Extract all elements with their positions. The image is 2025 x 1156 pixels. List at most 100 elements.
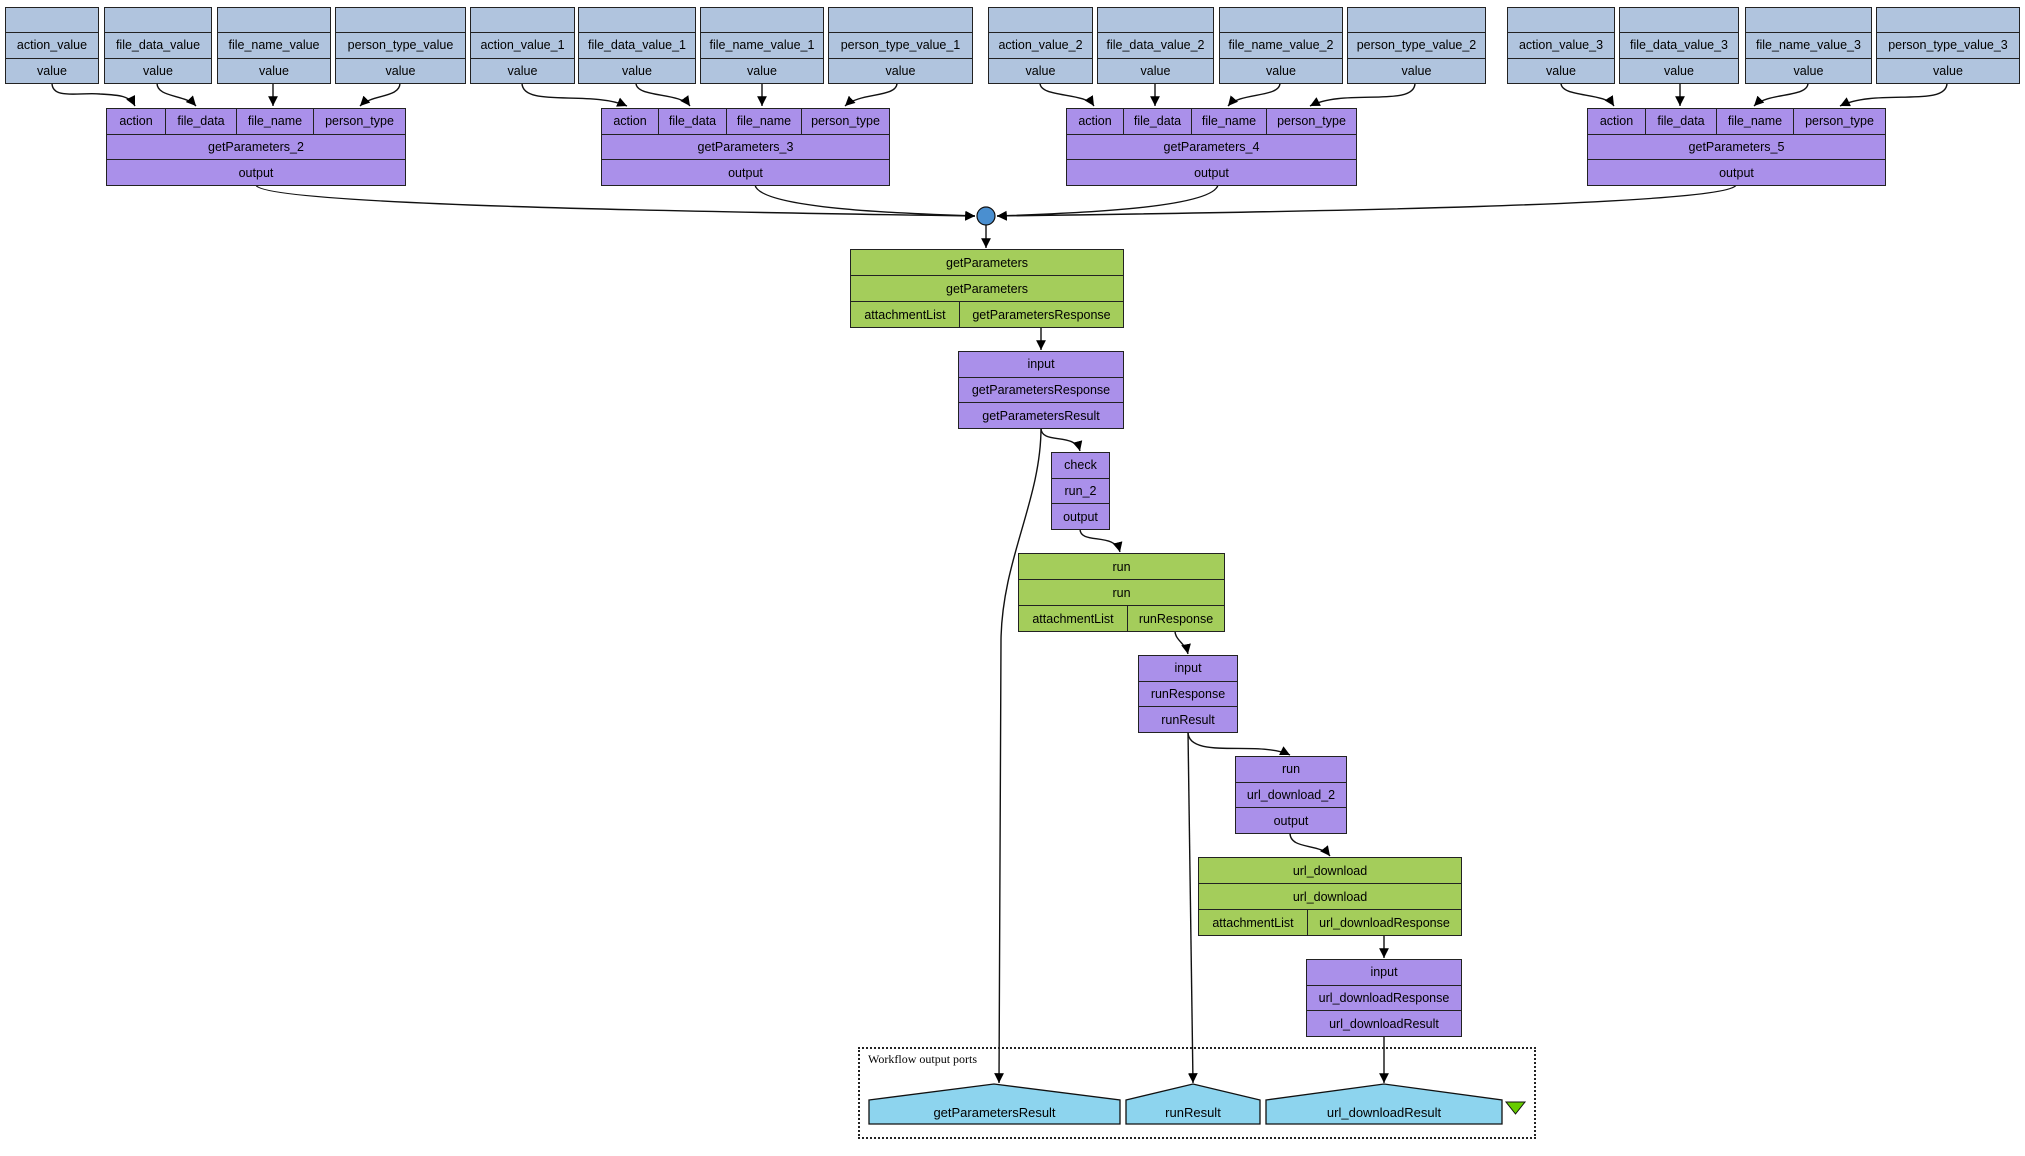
input-name: file_data_value [115,38,201,53]
input-port: attachmentList [1032,611,1114,626]
input-port: action [119,114,153,129]
input-name: file_data_value_2 [1106,38,1205,53]
processor-name: getParameters_2 [208,140,304,154]
input-node[interactable]: person_type_value_1 value [828,7,973,84]
input-name: action_value_3 [1518,38,1604,53]
input-node[interactable]: action_value_2 value [988,7,1093,84]
processor-node-run-2[interactable]: check run_2 output [1051,452,1110,530]
input-port: value [143,63,173,78]
edge [1289,832,1331,857]
edge [1309,82,1416,107]
input-node[interactable]: action_value_1 value [470,7,575,84]
edge [1039,82,1095,107]
input-port: value [385,63,416,78]
input-port: file_data [658,109,726,134]
input-name: action_value [16,38,88,53]
input-port: value [1401,63,1432,78]
processor-node[interactable]: action file_data file_name person_type g… [601,108,890,186]
edge [996,184,1737,221]
xpath-node-getparameters[interactable]: input getParametersResponse getParameter… [958,351,1124,429]
input-node[interactable]: action_value_3 value [1507,7,1615,84]
input-port: action [1078,114,1112,129]
input-port: file_data [165,109,236,134]
input-node[interactable]: person_type_value_2 value [1347,7,1486,84]
input-node[interactable]: action_value value [5,7,99,84]
edge [156,82,197,107]
input-port: file_name [726,109,801,134]
input-node[interactable]: person_type_value value [335,7,466,84]
input-port: person_type [313,109,405,134]
input-node[interactable]: file_name_value_1 value [700,7,824,84]
input-port: person_type [1793,109,1885,134]
input-name: file_name_value_2 [1228,38,1334,53]
edge [1187,731,1198,1084]
output-port-getparametersresult[interactable]: getParametersResult [933,1104,1056,1120]
input-port: run [1281,762,1301,777]
processor-node[interactable]: action file_data file_name person_type g… [1066,108,1357,186]
input-port: attachmentList [864,307,946,322]
output-port: getParametersResult [982,408,1100,423]
output-port: getParametersResponse [959,302,1123,327]
output-port: output [728,165,763,180]
processor-name: url_downloadResponse [1318,991,1450,1005]
output-port: output [1273,813,1309,828]
service-node-url-download[interactable]: url_download url_download attachmentList… [1198,857,1462,936]
input-node[interactable]: person_type_value_3 value [1876,7,2020,84]
merge-node [976,206,996,226]
edge [844,82,898,107]
input-port: file_data [1645,109,1716,134]
service-title: url_download [1292,863,1368,878]
input-port: value [1266,63,1296,78]
input-name: person_type_value_1 [840,38,961,53]
edge [994,427,1042,1084]
edge [1174,630,1191,655]
input-name: file_name_value [228,38,320,53]
xpath-node-run[interactable]: input runResponse runResult [1138,655,1238,733]
input-name: action_value_2 [998,38,1083,53]
processor-name: url_download_2 [1246,788,1336,802]
collapse-triangle-icon [1504,1101,1527,1115]
xpath-node-url-download[interactable]: input url_downloadResponse url_downloadR… [1306,959,1462,1037]
input-port: value [622,63,652,78]
output-port-url-downloadresult[interactable]: url_downloadResult [1326,1104,1442,1120]
input-node[interactable]: file_data_value_2 value [1097,7,1214,84]
edge [521,82,628,107]
service-operation: url_download [1292,889,1368,904]
input-port: value [507,63,538,78]
output-port: output [1719,165,1754,180]
processor-name: run_2 [1064,484,1097,498]
processor-node[interactable]: action file_data file_name person_type g… [106,108,406,186]
output-port: runResponse [1127,606,1224,631]
input-port: value [1793,63,1824,78]
input-node[interactable]: file_name_value_2 value [1219,7,1343,84]
service-operation: getParameters [946,281,1028,296]
input-port: input [1370,965,1398,980]
service-node-getparameters[interactable]: getParameters getParameters attachmentLi… [850,249,1124,328]
input-node[interactable]: file_data_value value [104,7,212,84]
edge [1753,82,1809,107]
processor-name: runResponse [1150,687,1226,701]
workflow-output-ports-container [858,1047,1536,1139]
service-title: getParameters [946,255,1028,270]
input-name: person_type_value_3 [1888,38,2008,53]
edge [996,184,1219,221]
service-title: run [1112,559,1131,574]
processor-node[interactable]: action file_data file_name person_type g… [1587,108,1886,186]
service-node-run[interactable]: run run attachmentList runResponse [1018,553,1225,632]
input-name: person_type_value [347,38,454,53]
input-port: attachmentList [1212,915,1294,930]
edge [359,82,401,107]
input-node[interactable]: file_name_value value [217,7,331,84]
input-port: value [1140,63,1171,78]
output-port-shape [1125,1083,1261,1125]
edge [1040,427,1083,452]
input-port: file_name [236,109,313,134]
input-node[interactable]: file_name_value_3 value [1745,7,1872,84]
input-port: file_data [1123,109,1191,134]
input-node[interactable]: file_data_value_3 value [1619,7,1739,84]
input-port: check [1064,458,1097,473]
input-node[interactable]: file_data_value_1 value [578,7,696,84]
output-port-runresult[interactable]: runResult [1165,1104,1221,1120]
input-name: file_name_value_1 [709,38,815,53]
processor-node-url-download-2[interactable]: run url_download_2 output [1235,756,1347,834]
